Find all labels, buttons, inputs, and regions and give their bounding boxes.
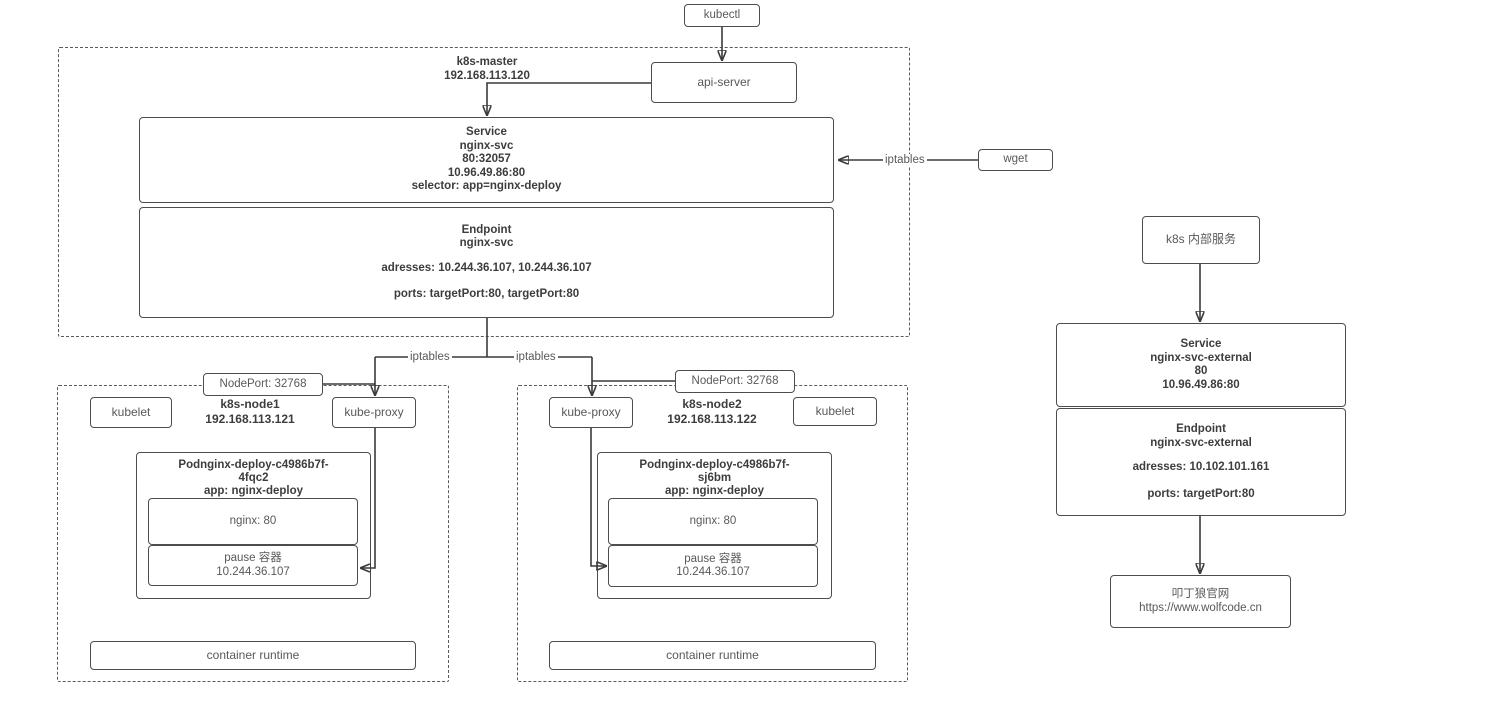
node2-pause-container-box: pause 容器 10.244.36.107 xyxy=(608,545,818,587)
node1-pod-app: app: nginx-deploy xyxy=(203,485,304,497)
service-external-box: Service nginx-svc-external 80 10.96.49.8… xyxy=(1056,323,1346,407)
endpoint-addresses: adresses: 10.244.36.107, 10.244.36.107 xyxy=(381,261,592,274)
endpoint-external-box: Endpoint nginx-svc-external adresses: 10… xyxy=(1056,408,1346,516)
node2-title: k8s-node2 192.168.113.122 xyxy=(637,397,787,427)
endpoint-external-addresses: adresses: 10.102.101.161 xyxy=(1132,461,1270,473)
service-external-ip: 10.96.49.86:80 xyxy=(1162,378,1240,391)
node2-kube-proxy-label: kube-proxy xyxy=(561,404,621,419)
node2-pause-label: pause 容器 xyxy=(684,552,742,565)
master-title: k8s-master 192.168.113.120 xyxy=(402,55,572,83)
master-ip: 192.168.113.120 xyxy=(444,70,530,82)
service-external-name: nginx-svc-external xyxy=(1150,351,1252,364)
service-nginx-svc-box: Service nginx-svc 80:32057 10.96.49.86:8… xyxy=(139,117,834,203)
service-title: Service xyxy=(466,126,507,139)
node1-title: k8s-node1 192.168.113.121 xyxy=(175,397,325,427)
wget-label: wget xyxy=(1003,153,1028,166)
node2-pod-title-l2: sj6bm xyxy=(697,472,732,484)
node2-pod-title-l1: Podnginx-deploy-c4986b7f- xyxy=(639,459,790,471)
api-server-node: api-server xyxy=(651,62,797,103)
node2-name: k8s-node2 xyxy=(682,397,742,411)
kubectl-node: kubectl xyxy=(684,4,760,27)
kubectl-label: kubectl xyxy=(703,8,741,21)
internal-service-entry-box: k8s 内部服务 xyxy=(1142,216,1260,264)
iptables-node2-label: iptables xyxy=(514,351,558,364)
service-external-port: 80 xyxy=(1194,365,1208,377)
node1-name: k8s-node1 xyxy=(220,397,280,411)
wget-node: wget xyxy=(978,149,1053,171)
node2-container-runtime-label: container runtime xyxy=(666,647,759,662)
node2-kube-proxy-box: kube-proxy xyxy=(549,397,633,428)
endpoint-title: Endpoint xyxy=(461,223,512,236)
iptables-wget-label: iptables xyxy=(883,154,927,167)
node1-container-runtime-label: container runtime xyxy=(206,647,300,662)
service-cluster-ip: 10.96.49.86:80 xyxy=(447,166,526,179)
node2-nginx-label: nginx: 80 xyxy=(689,514,737,527)
node1-container-runtime-box: container runtime xyxy=(90,641,416,670)
service-name: nginx-svc xyxy=(459,139,514,152)
node1-nginx-container-box: nginx: 80 xyxy=(148,498,358,545)
node1-kube-proxy-box: kube-proxy xyxy=(332,397,416,428)
node2-nodeport-box: NodePort: 32768 xyxy=(675,370,795,393)
node1-nginx-label: nginx: 80 xyxy=(229,514,277,527)
internal-service-entry-label: k8s 内部服务 xyxy=(1165,232,1236,247)
k8s-master-group xyxy=(58,47,910,337)
website-name: 叩丁狼官网 xyxy=(1171,588,1230,600)
master-name: k8s-master xyxy=(456,56,518,68)
node1-kubelet-label: kubelet xyxy=(111,404,151,419)
service-selector: selector: app=nginx-deploy xyxy=(411,180,562,193)
endpoint-external-ports: ports: targetPort:80 xyxy=(1147,487,1255,500)
node1-kubelet-box: kubelet xyxy=(90,397,172,428)
node2-pod-app: app: nginx-deploy xyxy=(664,485,765,497)
endpoint-nginx-svc-box: Endpoint nginx-svc adresses: 10.244.36.1… xyxy=(139,207,834,318)
node2-pause-ip: 10.244.36.107 xyxy=(676,566,750,578)
endpoint-name: nginx-svc xyxy=(459,237,514,249)
node1-kube-proxy-label: kube-proxy xyxy=(344,404,404,419)
website-box: 叩丁狼官网 https://www.wolfcode.cn xyxy=(1110,575,1291,628)
node2-kubelet-label: kubelet xyxy=(815,403,855,418)
node2-nodeport-label: NodePort: 32768 xyxy=(691,374,779,387)
endpoint-external-name: nginx-svc-external xyxy=(1150,436,1252,449)
api-server-label: api-server xyxy=(697,74,751,89)
node1-nodeport-label: NodePort: 32768 xyxy=(219,377,307,390)
node1-ip: 192.168.113.121 xyxy=(205,412,295,426)
endpoint-ports: ports: targetPort:80, targetPort:80 xyxy=(393,288,580,300)
endpoint-external-title: Endpoint xyxy=(1176,423,1226,435)
node2-container-runtime-box: container runtime xyxy=(549,641,876,670)
node1-nodeport-box: NodePort: 32768 xyxy=(203,373,323,396)
node1-pod-title-l2: 4fqc2 xyxy=(238,472,269,484)
service-port-map: 80:32057 xyxy=(462,153,511,166)
iptables-node1-label: iptables xyxy=(408,351,452,364)
node1-pause-container-box: pause 容器 10.244.36.107 xyxy=(148,545,358,586)
node1-pause-label: pause 容器 xyxy=(224,552,282,564)
service-external-title: Service xyxy=(1180,338,1222,350)
node2-kubelet-box: kubelet xyxy=(793,397,877,426)
node1-pause-ip: 10.244.36.107 xyxy=(216,565,290,578)
node1-pod-title-l1: Podnginx-deploy-c4986b7f- xyxy=(178,459,329,471)
node2-nginx-container-box: nginx: 80 xyxy=(608,498,818,545)
node2-ip: 192.168.113.122 xyxy=(667,412,757,426)
website-url: https://www.wolfcode.cn xyxy=(1139,601,1262,614)
